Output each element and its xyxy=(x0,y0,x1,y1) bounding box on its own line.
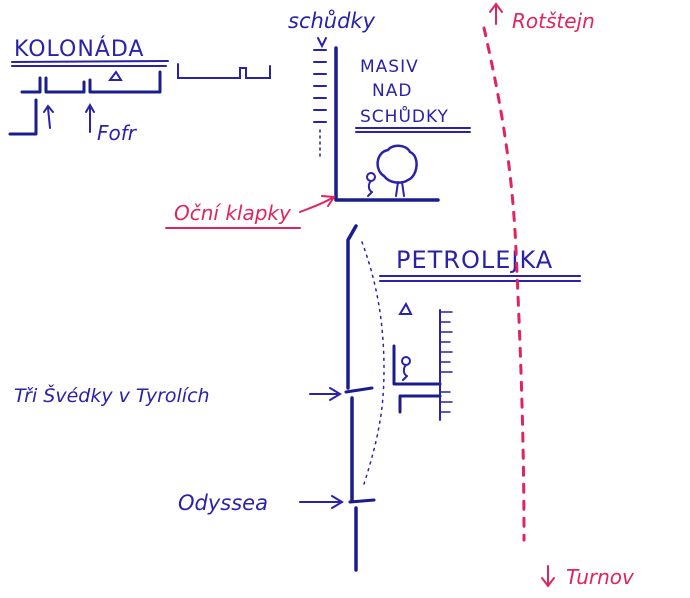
schudky-label[interactable]: schůdky xyxy=(288,8,376,33)
stairs-steps xyxy=(313,49,327,123)
tri-svedky-area: Tři Švédky v Tyrolích xyxy=(14,383,342,407)
petrolejka-wall-hatching xyxy=(439,311,453,413)
masiv-area: MASIV NAD SCHŮDKY xyxy=(334,46,471,202)
dotted-trail xyxy=(361,241,385,485)
petrolejka-area: PETROLEJKA xyxy=(379,246,581,421)
turnov-label[interactable]: Turnov xyxy=(566,565,635,589)
petrolejka-rock-lower xyxy=(398,394,442,414)
tree-icon xyxy=(376,144,418,197)
arrow-up-icon xyxy=(489,2,503,13)
odyssea-area: Odyssea xyxy=(178,491,344,515)
arrow-right-icon xyxy=(331,495,344,509)
arrow-right-icon xyxy=(321,195,336,207)
kolonada-wall-right xyxy=(88,70,162,94)
climber-figure-icon xyxy=(366,172,376,197)
petrolejka-rock-upper xyxy=(392,344,442,386)
masiv-wall xyxy=(334,46,440,202)
main-wall xyxy=(344,224,385,572)
arrow-down-icon xyxy=(541,577,555,588)
main-wall-upper xyxy=(346,224,358,390)
rotstejn-label[interactable]: Rotštejn xyxy=(512,9,595,33)
main-wall-notch-2 xyxy=(348,498,376,504)
masiv-label-line3[interactable]: SCHŮDKY xyxy=(360,105,449,127)
arrow-up-icon xyxy=(85,102,95,113)
kolonada-wall-extension xyxy=(177,63,271,79)
ocni-klapky-label[interactable]: Oční klapky xyxy=(174,201,292,225)
kolonada-area: KOLONÁDA Fofr xyxy=(8,36,271,145)
red-dashed-path xyxy=(482,26,526,542)
fofr-label[interactable]: Fofr xyxy=(97,121,138,145)
tent-triangle-icon xyxy=(108,70,123,81)
kolonada-arrow-1 xyxy=(47,107,51,129)
kolonada-underline-1 xyxy=(11,60,169,63)
main-wall-notch-1 xyxy=(344,386,374,394)
kolonada-label[interactable]: KOLONÁDA xyxy=(14,36,144,62)
kolonada-wall-lower xyxy=(8,98,38,136)
red-route: Rotštejn Turnov xyxy=(482,2,635,589)
ocni-klapky-area: Oční klapky xyxy=(165,195,336,229)
arrow-right-icon xyxy=(329,387,342,401)
kolonada-wall-left xyxy=(20,76,42,94)
schudky-area: schůdky xyxy=(288,8,376,159)
masiv-label-line2[interactable]: NAD xyxy=(372,81,412,101)
odyssea-label[interactable]: Odyssea xyxy=(178,491,268,515)
climber-figure-icon xyxy=(401,356,411,381)
masiv-label-line1[interactable]: MASIV xyxy=(360,57,419,77)
kolonada-wall-mid xyxy=(44,76,86,94)
petrolejka-label[interactable]: PETROLEJKA xyxy=(396,246,553,274)
arrow-up-icon xyxy=(43,104,54,113)
tent-triangle-icon xyxy=(398,301,413,315)
tri-svedky-label[interactable]: Tři Švédky v Tyrolích xyxy=(14,383,210,407)
ocni-klapky-arrow-line xyxy=(299,197,333,213)
arrow-down-icon xyxy=(317,37,327,49)
